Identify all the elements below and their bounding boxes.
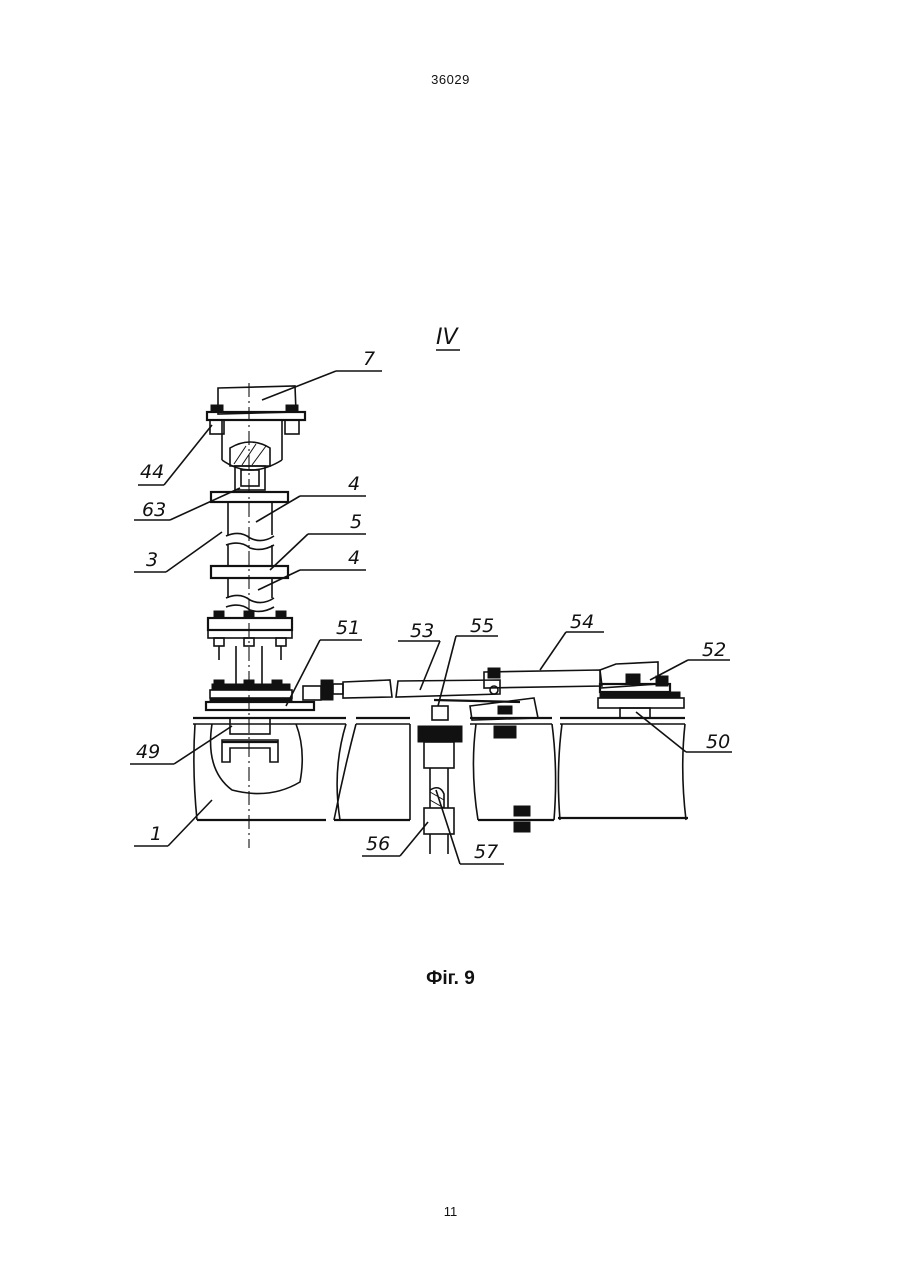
- callout-1: 1: [150, 823, 162, 845]
- callout-63: 63: [142, 499, 166, 521]
- linkage: [303, 668, 602, 720]
- view-label: IV: [436, 325, 460, 350]
- callout-53: 53: [410, 620, 434, 642]
- callout-55: 55: [470, 615, 494, 637]
- callout-50: 50: [706, 731, 730, 753]
- callout-4-lower: 4: [348, 547, 360, 569]
- base-assembly: [206, 680, 314, 762]
- callout-3: 3: [146, 549, 158, 571]
- callout-54: 54: [570, 611, 594, 633]
- page-number: 11: [0, 1204, 901, 1219]
- callout-56: 56: [366, 833, 390, 855]
- right-support: [598, 662, 684, 718]
- callout-labels: 7 44 63 4 3 5 4 51 53 55 54 52 50 49 1 5…: [136, 348, 730, 863]
- top-housing: [207, 386, 305, 490]
- column: [208, 492, 292, 684]
- callout-51: 51: [336, 617, 360, 639]
- callout-5: 5: [350, 511, 362, 533]
- technical-drawing: IV: [0, 300, 901, 880]
- view-label-text: IV: [436, 325, 459, 350]
- callout-7: 7: [363, 348, 375, 370]
- callout-4-upper: 4: [348, 473, 360, 495]
- callout-52: 52: [702, 639, 726, 661]
- figure-caption: Фіг. 9: [0, 968, 901, 990]
- callout-49: 49: [136, 741, 160, 763]
- document-number: 36029: [0, 72, 901, 87]
- callout-44: 44: [140, 461, 164, 483]
- callout-57: 57: [474, 841, 498, 863]
